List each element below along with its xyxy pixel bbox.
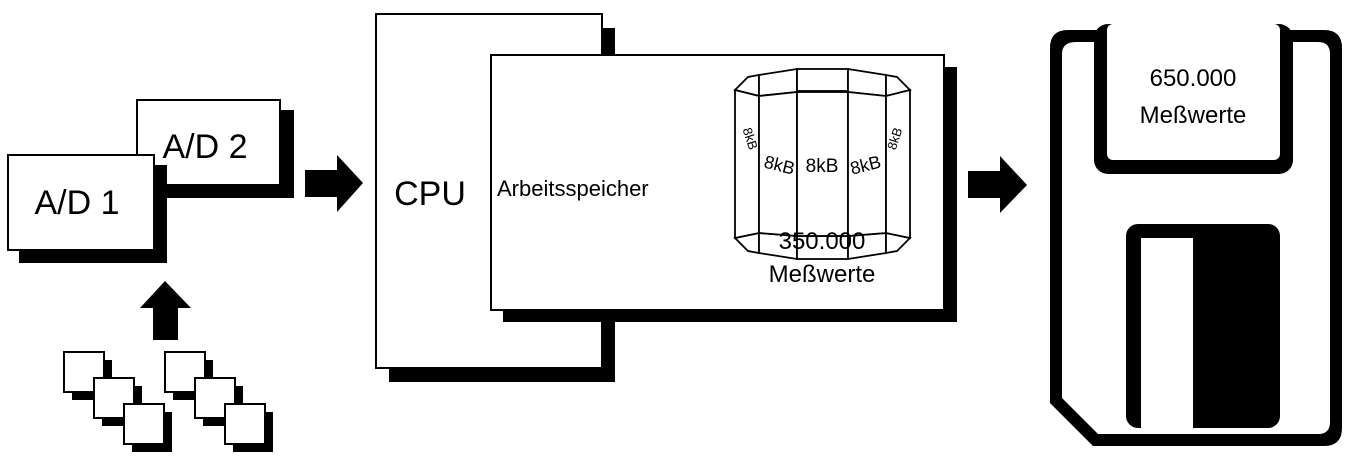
sensor-chip — [194, 377, 243, 426]
memory-block: Arbeitsspeicher 8kB 8kB 8kB 8 — [490, 54, 957, 322]
sensor-chip — [224, 403, 273, 452]
adc-unit-2-label: A/D 2 — [162, 128, 247, 166]
disk-unit: Meßwerte — [1140, 102, 1247, 129]
memory-unit: Meßwerte — [769, 261, 876, 288]
floppy-disk-icon: 650.000 Meßwerte — [1050, 24, 1342, 446]
buffer-block-label: 8kB — [740, 126, 761, 152]
memory-count: 350.000 — [779, 228, 866, 255]
floppy-label-card — [1107, 24, 1280, 160]
memory-label: Arbeitsspeicher — [497, 176, 649, 201]
disk-count: 650.000 — [1150, 65, 1237, 92]
adc-unit-1-label: A/D 1 — [34, 184, 119, 222]
arrow-right-icon — [968, 156, 1027, 213]
arrow-up-icon — [140, 281, 191, 340]
buffer-block-label: 8kB — [884, 126, 905, 152]
cpu-label: CPU — [394, 175, 466, 213]
sensor-group-right — [164, 351, 273, 452]
floppy-shutter-window — [1141, 238, 1193, 428]
sensor-chip — [123, 403, 172, 452]
arrow-right-icon — [305, 155, 363, 212]
adc-unit-1: A/D 1 — [7, 154, 167, 263]
buffer-block-label: 8kB — [806, 156, 839, 177]
ring-buffer-labels: 8kB 8kB 8kB 8kB 8kB — [740, 126, 906, 179]
sensor-group-left — [63, 351, 172, 452]
ring-buffer — [733, 67, 912, 261]
